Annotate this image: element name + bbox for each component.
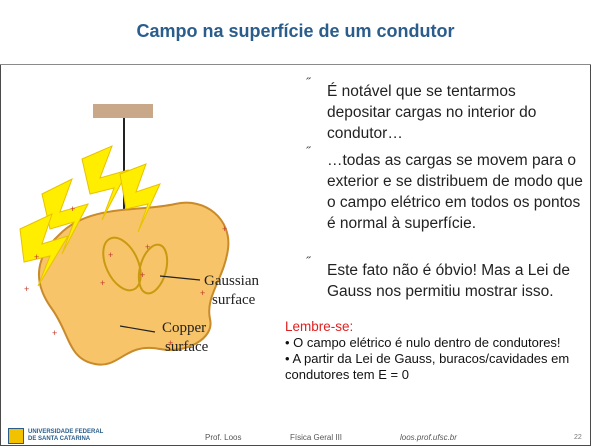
bullet-mark: ˝ bbox=[306, 254, 311, 269]
ceiling-support bbox=[93, 104, 153, 118]
gaussian-label-line1: Gaussian bbox=[204, 273, 259, 289]
bolt-icon bbox=[41, 177, 89, 255]
footer-course: Física Geral III bbox=[290, 433, 343, 442]
plus-charge: + bbox=[52, 328, 57, 338]
bolt-icon bbox=[119, 163, 161, 233]
plus-charge: + bbox=[108, 250, 113, 260]
logo-line1: UNIVERSIDADE FEDERAL bbox=[28, 429, 104, 435]
plus-charge: + bbox=[222, 224, 227, 234]
copper-label-line2: surface bbox=[165, 339, 209, 355]
gaussian-surface-left bbox=[102, 236, 142, 292]
bullet-item: ˝ É notável que se tentarmos depositar c… bbox=[293, 75, 583, 144]
footer-author: Prof. Loos bbox=[205, 433, 242, 442]
plus-charge: + bbox=[140, 270, 145, 280]
university-logo: UNIVERSIDADE FEDERAL DE SANTA CATARINA bbox=[8, 428, 128, 444]
bullet-item: ˝ …todas as cargas se movem para o exter… bbox=[293, 144, 583, 234]
bullet-item: ˝ Este fato não é óbvio! Mas a Lei de Ga… bbox=[293, 254, 583, 302]
plus-charge: + bbox=[168, 338, 173, 348]
title-bar: Campo na superfície de um condutor bbox=[0, 0, 591, 65]
footer-site: loos.prof.ufsc.br bbox=[400, 433, 457, 442]
bullet-mark: ˝ bbox=[306, 144, 311, 159]
reminder-item: • O campo elétrico é nulo dentro de cond… bbox=[285, 335, 561, 350]
bullet-mark: ˝ bbox=[306, 75, 311, 90]
reminder-box: Lembre-se: • O campo elétrico é nulo den… bbox=[285, 319, 587, 383]
gaussian-label-line2: surface bbox=[212, 292, 256, 308]
logo-icon bbox=[8, 428, 24, 444]
bullet-list: ˝ É notável que se tentarmos depositar c… bbox=[293, 75, 583, 308]
logo-line2: DE SANTA CATARINA bbox=[28, 436, 91, 442]
copper-label-line1: Copper bbox=[162, 320, 206, 336]
plus-charge: + bbox=[24, 284, 29, 294]
slide-title: Campo na superfície de um condutor bbox=[136, 21, 455, 41]
copper-conductor bbox=[37, 201, 230, 366]
slide-footer: UNIVERSIDADE FEDERAL DE SANTA CATARINA P… bbox=[0, 424, 591, 446]
bullet-text: Este fato não é óbvio! Mas a Lei de Gaus… bbox=[327, 262, 570, 300]
logo-text: UNIVERSIDADE FEDERAL DE SANTA CATARINA bbox=[28, 429, 103, 443]
bullet-text: É notável que se tentarmos depositar car… bbox=[327, 83, 537, 142]
plus-charge: + bbox=[200, 288, 205, 298]
gaussian-leader-line bbox=[159, 275, 201, 281]
gaussian-surface-right bbox=[137, 243, 169, 295]
reminder-heading: Lembre-se: bbox=[285, 319, 354, 334]
conductor-diagram: + + + + + + + + + + + Gaussian surface C… bbox=[19, 104, 259, 366]
bolt-icon bbox=[81, 145, 129, 221]
plus-charge: + bbox=[145, 242, 150, 252]
plus-charge: + bbox=[34, 252, 39, 262]
bullet-text: …todas as cargas se movem para o exterio… bbox=[327, 152, 583, 232]
plus-charge: + bbox=[70, 204, 75, 214]
copper-leader-line bbox=[119, 325, 156, 333]
plus-charge: + bbox=[100, 278, 105, 288]
reminder-item: • A partir da Lei de Gauss, buracos/cavi… bbox=[285, 351, 570, 382]
bolt-icon bbox=[19, 213, 70, 287]
page-number: 22 bbox=[574, 434, 582, 441]
